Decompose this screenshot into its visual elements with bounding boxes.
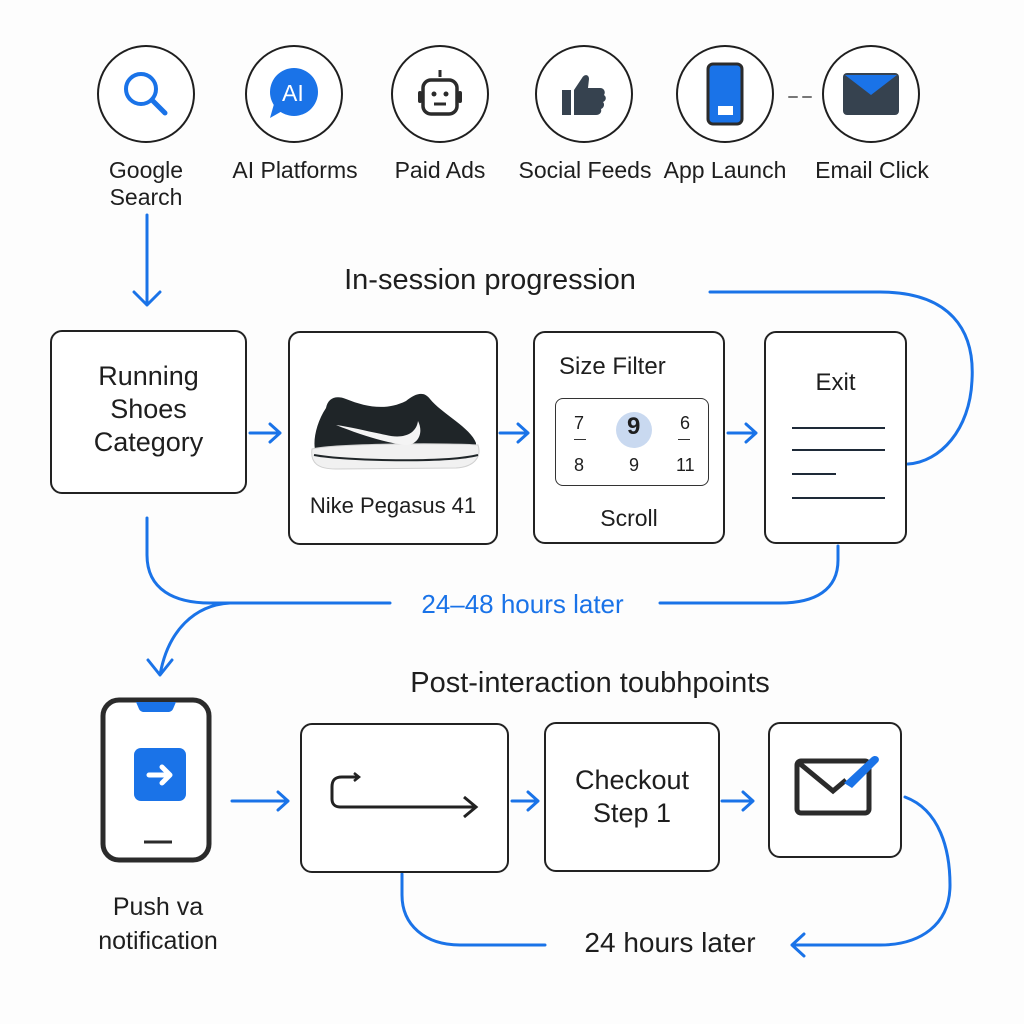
size-option[interactable]: 7 — [574, 413, 585, 433]
step-push-notification[interactable] — [100, 697, 212, 863]
size-option[interactable]: 11 — [676, 455, 695, 475]
source-social-feeds[interactable] — [535, 45, 633, 143]
sneaker-icon — [311, 393, 480, 470]
source-label: AI Platforms — [232, 157, 358, 183]
source-label: Email Click — [815, 157, 929, 183]
arrow-checkout-to-email — [720, 790, 755, 812]
source-label: Social Feeds — [518, 157, 652, 183]
step-checkout-step-1[interactable]: Checkout Step 1 — [544, 722, 720, 872]
source-ai-platforms[interactable]: AI — [245, 45, 343, 143]
step-running-shoes-category[interactable]: Running Shoes Category — [50, 330, 247, 494]
step-label: Nike Pegasus 41 — [309, 493, 477, 518]
step-label: Push va notification — [98, 893, 218, 955]
email-edit-icon — [794, 755, 879, 816]
step-redirect[interactable] — [300, 723, 509, 873]
step-exit[interactable]: Exit — [764, 331, 907, 544]
loop-redirect-to-24h — [400, 872, 547, 947]
divider — [574, 439, 586, 440]
ai-badge-text: AI — [282, 80, 304, 106]
source-email-click[interactable] — [822, 45, 920, 143]
source-label: Google Search — [108, 157, 184, 210]
envelope-icon — [843, 73, 899, 115]
scroll-label: Scroll — [600, 505, 658, 531]
delay-label-24h: 24 hours later — [584, 927, 756, 958]
arrow-size-to-exit — [726, 422, 758, 444]
phone-push-icon — [100, 697, 212, 863]
search-icon — [124, 72, 168, 116]
bracket-right — [658, 544, 840, 605]
size-option[interactable]: 6 — [680, 413, 691, 433]
source-paid-ads[interactable] — [391, 45, 489, 143]
delay-label-24-48h: 24–48 hours later — [421, 589, 624, 619]
source-app-launch[interactable] — [676, 45, 774, 143]
step-product-nike-pegasus[interactable]: Nike Pegasus 41 — [288, 331, 498, 545]
step-label: Exit — [815, 369, 856, 396]
step-email-followup[interactable] — [768, 722, 902, 858]
robot-icon — [418, 70, 462, 116]
arrow-category-to-product — [248, 422, 282, 444]
source-label: Paid Ads — [394, 157, 486, 183]
post-interaction-title: Post-interaction toubhpoints — [410, 667, 770, 699]
ai-chat-icon — [270, 68, 318, 118]
arrow-push-to-redirect — [230, 790, 290, 812]
divider — [678, 439, 690, 440]
arrow-redirect-to-checkout — [510, 790, 540, 812]
size-selected-highlight — [616, 412, 652, 448]
size-option[interactable]: 8 — [574, 455, 585, 475]
source-label: App Launch — [663, 157, 787, 183]
arrow-to-push — [146, 601, 232, 677]
step-size-filter[interactable]: Size Filter 7 9 6 8 9 11 Scroll — [533, 331, 725, 544]
arrow-search-to-category — [132, 213, 162, 307]
thumbs-up-icon — [562, 75, 606, 115]
redirect-arrow-icon — [330, 772, 479, 819]
document-lines-icon — [792, 427, 885, 499]
size-option-selected[interactable]: 9 — [627, 413, 641, 440]
in-session-title: In-session progression — [344, 264, 636, 296]
source-google-search[interactable] — [97, 45, 195, 143]
size-option[interactable]: 9 — [629, 455, 640, 475]
smartphone-icon — [706, 62, 744, 126]
arrow-product-to-size — [498, 422, 530, 444]
step-label: Checkout Step 1 — [574, 765, 690, 828]
size-picker[interactable]: 7 9 6 8 9 11 — [555, 398, 709, 486]
step-label: Running Shoes Category — [93, 361, 204, 457]
step-label: Size Filter — [559, 353, 666, 380]
